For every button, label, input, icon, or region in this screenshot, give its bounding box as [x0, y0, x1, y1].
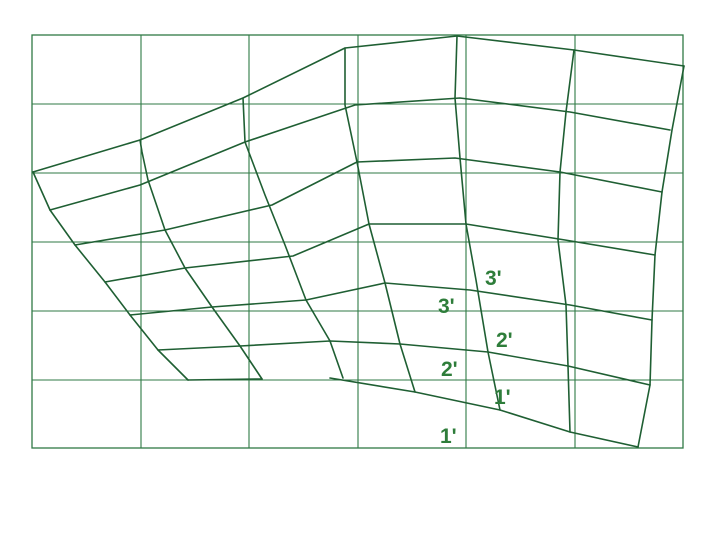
warp-column-curve: [454, 35, 501, 411]
label-2-prime-upper: 2': [496, 329, 513, 352]
warp-row-curve: [157, 340, 651, 386]
warp-row-curve: [74, 157, 663, 246]
warp-row-curve: [49, 97, 671, 211]
label-1-prime-lower: 1': [440, 425, 457, 448]
point-labels: 3' 3' 2' 2' 1' 1': [438, 267, 513, 448]
label-3-prime-lower: 3': [438, 295, 455, 318]
warp-column-curve: [242, 97, 344, 379]
label-3-prime-upper: 3': [485, 267, 502, 290]
warp-bottom-edge: [187, 378, 263, 381]
warp-left-edge: [32, 171, 189, 381]
warp-row-curve: [104, 223, 656, 283]
warp-bottom-edge-right: [329, 377, 639, 448]
warp-right-edge: [637, 65, 685, 448]
deformed-grid: [32, 35, 685, 448]
label-2-prime-lower: 2': [441, 358, 458, 381]
warp-column-curve: [139, 139, 263, 380]
reference-grid: [31, 34, 684, 449]
warp-column-curve: [344, 47, 416, 393]
label-1-prime-upper: 1': [494, 386, 511, 409]
warp-column-curve: [557, 49, 575, 433]
